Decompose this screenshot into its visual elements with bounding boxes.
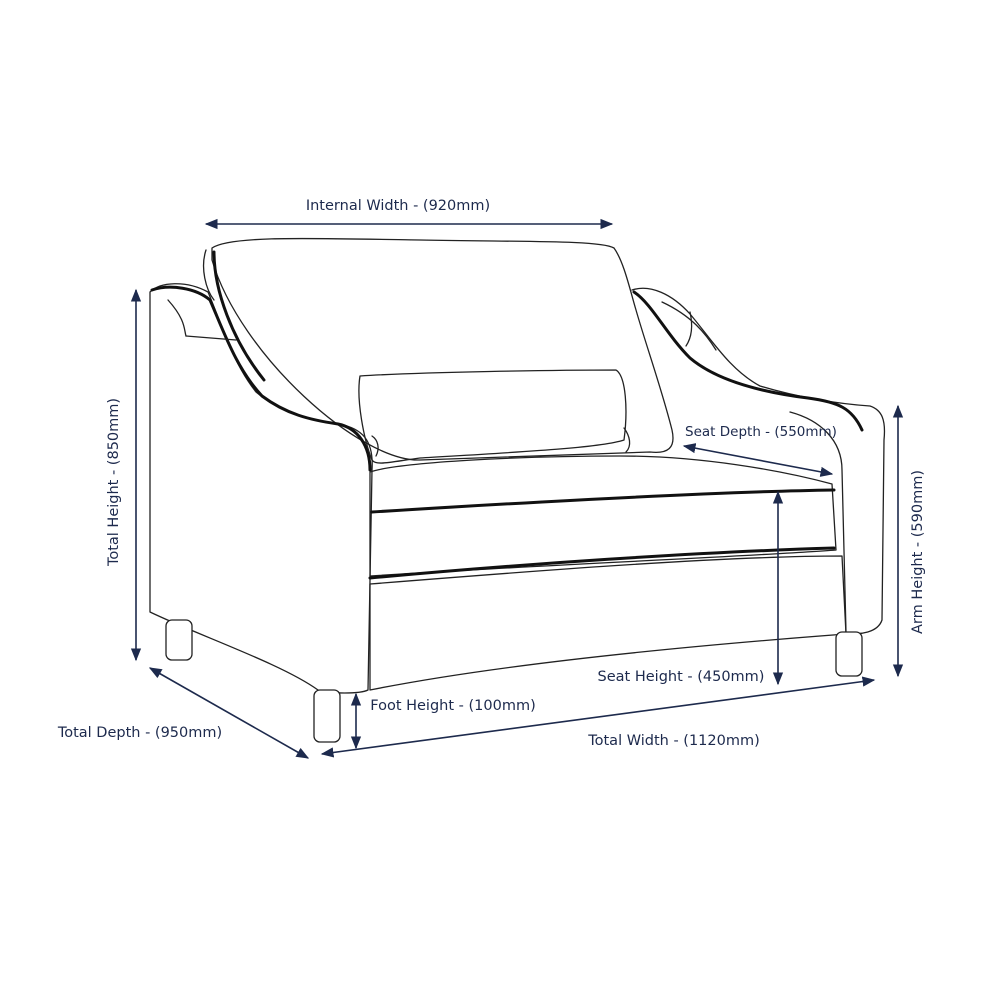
total-depth-label: Total Depth - (950mm): [57, 725, 222, 741]
seat-depth-arrow: [682, 443, 834, 477]
total-width-arrow: [320, 676, 876, 758]
dimension-labels: Internal Width - (920mm) Total Height - …: [57, 198, 926, 749]
right-arm: [631, 287, 886, 635]
front-right-leg: [835, 631, 863, 677]
seat-depth-label: Seat Depth - (550mm): [685, 424, 837, 440]
sofa-drawing: [149, 237, 886, 743]
seat-cushion: [368, 455, 837, 580]
arm-height-label: Arm Height - (590mm): [910, 470, 926, 634]
back-cushion: [202, 237, 674, 461]
dimension-lines: [130, 218, 904, 759]
total-height-label: Total Height - (850mm): [106, 398, 122, 567]
total-depth-arrow: [148, 667, 310, 759]
foot-height-label: Foot Height - (100mm): [370, 698, 535, 714]
front-left-leg: [313, 689, 341, 743]
internal-width-label: Internal Width - (920mm): [306, 198, 490, 214]
seat-height-label: Seat Height - (450mm): [598, 669, 765, 685]
total-width-label: Total Width - (1120mm): [587, 733, 760, 749]
bolster-pillow: [358, 369, 631, 464]
back-left-leg: [165, 619, 193, 661]
